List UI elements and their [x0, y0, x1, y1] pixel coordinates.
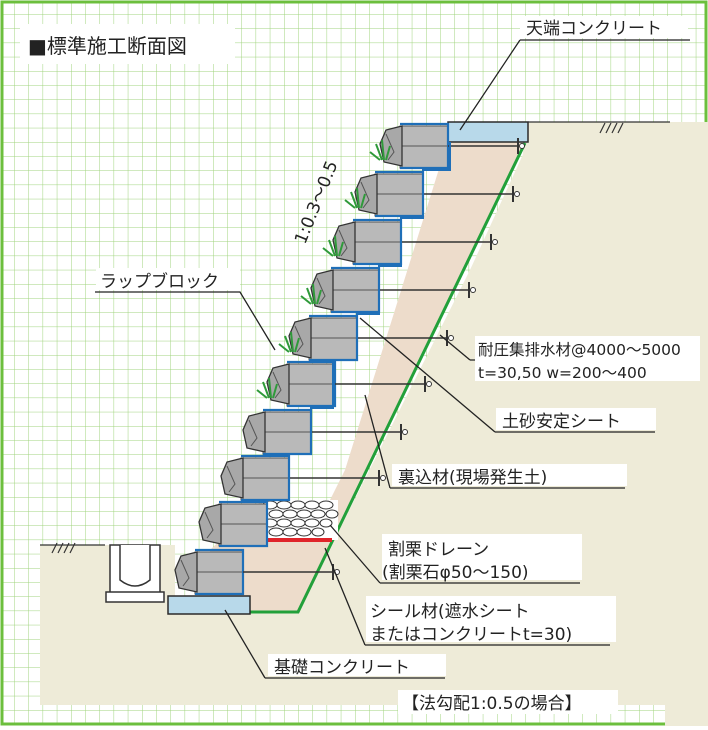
block-face-texture	[226, 465, 236, 493]
grass-tuft	[278, 331, 300, 353]
grass-tuft	[322, 235, 344, 257]
wrap-block-stack	[174, 122, 525, 596]
anchor-pin	[514, 191, 520, 197]
grass-tuft	[300, 283, 322, 305]
top-concrete	[447, 121, 529, 143]
grass-tuft	[344, 187, 366, 209]
backfill-area	[210, 140, 525, 612]
label-drain-material: 耐圧集排水材@4000〜5000	[478, 341, 681, 359]
block-face-texture	[316, 277, 326, 305]
label-top-concrete: 天端コンクリート	[526, 19, 662, 39]
excavation-line	[250, 142, 527, 614]
anchor-pin	[470, 287, 476, 293]
label-gravel-drain: 割栗ドレーン	[388, 540, 489, 560]
block-body	[399, 125, 449, 169]
block-body	[374, 173, 424, 217]
label-backfill: 裏込材(現場発生土)	[398, 467, 547, 488]
soil-sheet-wrap	[219, 500, 269, 548]
anchor-pin	[402, 429, 408, 435]
ground-hatch-right	[528, 121, 670, 134]
block-body	[218, 503, 268, 547]
label-gravel-size: (割栗石φ50〜150)	[382, 563, 529, 583]
block-face-texture	[360, 181, 370, 209]
anchor-pin	[448, 335, 454, 341]
title-box	[20, 24, 235, 64]
sheet-backline	[288, 142, 451, 500]
label-drain-size: t=30,50 w=200〜400	[478, 364, 647, 382]
anchor-pin	[519, 143, 525, 149]
block-face-texture	[248, 419, 258, 447]
block-body	[194, 551, 244, 595]
ground-hatch-left	[40, 542, 105, 554]
lower-ground	[40, 545, 298, 705]
block-face-texture	[272, 371, 282, 399]
block-face-texture	[180, 559, 190, 587]
gravel-drain	[262, 500, 339, 540]
label-foundation: 基礎コンクリート	[274, 658, 410, 678]
block-body	[330, 269, 380, 313]
label-seal-alternative: またはコンクリートt=30)	[370, 625, 572, 645]
u-ditch	[105, 544, 165, 603]
anchor-pin	[380, 475, 386, 481]
block-face-texture	[338, 229, 348, 257]
block-body	[352, 221, 402, 265]
anchor-pin	[492, 239, 498, 245]
foundation-concrete	[167, 595, 251, 615]
slope-note: 【法勾配1:0.5の場合】	[402, 694, 582, 714]
label-wrap-block: ラップブロック	[100, 271, 219, 292]
label-seal-material: シール材(遮水シート	[370, 602, 530, 622]
block-face-texture	[294, 325, 304, 353]
grass-tuft	[256, 377, 278, 399]
grass-tuft	[369, 139, 391, 161]
block-face-texture	[204, 511, 214, 539]
title: ■標準施工断面図	[28, 34, 187, 58]
anchor-pin	[426, 381, 432, 387]
block-face-texture	[385, 133, 395, 161]
label-soil-sheet: 土砂安定シート	[502, 412, 621, 432]
block-body	[262, 411, 312, 455]
block-body	[286, 363, 336, 407]
block-body	[308, 317, 358, 361]
block-body	[240, 457, 290, 501]
leader-lines	[95, 39, 700, 679]
